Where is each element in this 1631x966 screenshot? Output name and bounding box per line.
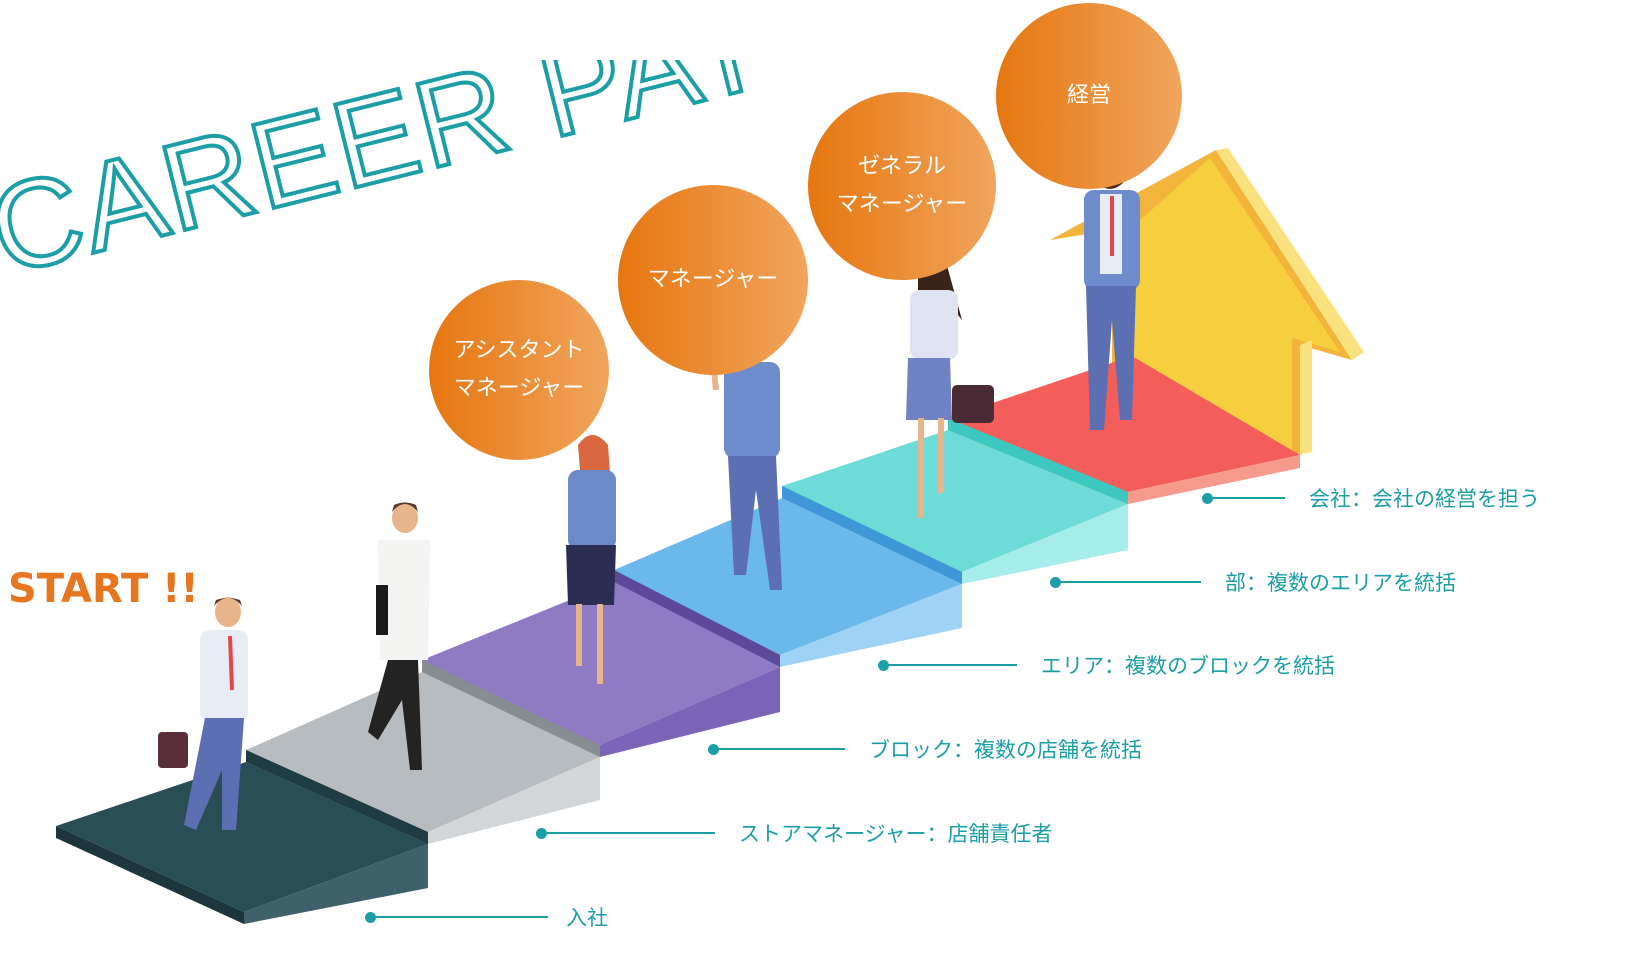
legend-line <box>1061 581 1201 583</box>
bubble-general-manager-line2: マネージャー <box>836 192 968 217</box>
person-executive-icon <box>1084 151 1140 430</box>
bubble-assistant-manager: アシスタント マネージャー <box>429 280 609 460</box>
legend-label-6: 会社：会社の経営を担う <box>1309 487 1540 511</box>
legend-entry-2: ストアマネージャー：店舗責任者 <box>536 822 1053 846</box>
legend-dot <box>708 743 719 755</box>
bubble-general-manager: ゼネラル マネージャー <box>808 92 996 280</box>
legend-dot <box>536 827 547 839</box>
bubble-manager-line1: マネージャー <box>647 267 779 292</box>
legend-dot <box>1050 576 1061 588</box>
legend-entry-3: ブロック：複数の店舗を統括 <box>708 738 1142 762</box>
person-general-manager-icon <box>906 250 994 518</box>
bubble-manager: マネージャー <box>618 185 808 375</box>
legend-dot <box>878 659 889 671</box>
legend-entry-5: 部：複数のエリアを統括 <box>1050 571 1456 595</box>
legend-dot <box>1202 492 1213 504</box>
legend-label-2: ストアマネージャー：店舗責任者 <box>739 822 1053 846</box>
legend-entry-4: エリア：複数のブロックを統括 <box>878 654 1335 678</box>
legend-line <box>719 748 845 750</box>
person-store-manager-icon <box>368 502 430 770</box>
legend-label-5: 部：複数のエリアを統括 <box>1225 571 1456 595</box>
legend-entry-6: 会社：会社の経営を担う <box>1202 487 1540 511</box>
legend-line <box>1213 497 1285 499</box>
legend-entry-1: 入社 <box>365 906 608 930</box>
legend-line <box>547 832 715 834</box>
legend-line <box>376 916 548 918</box>
legend-label-3: ブロック：複数の店舗を統括 <box>869 738 1142 762</box>
bubble-assistant-manager-line1: アシスタント <box>453 338 585 363</box>
legend-line <box>889 664 1017 666</box>
legend-dot <box>365 911 376 923</box>
legend-label-4: エリア：複数のブロックを統括 <box>1041 654 1335 678</box>
bubble-executive-line1: 経営 <box>1066 83 1111 108</box>
bubble-assistant-manager-line2: マネージャー <box>453 376 585 401</box>
person-new-hire-icon <box>158 597 248 830</box>
step-1 <box>56 750 428 924</box>
bubble-executive: 経営 <box>996 3 1182 189</box>
person-assistant-manager-icon <box>566 435 616 684</box>
legend-label-1: 入社 <box>566 906 608 930</box>
bubble-general-manager-line1: ゼネラル <box>857 154 946 179</box>
start-label: START !! <box>8 566 199 612</box>
